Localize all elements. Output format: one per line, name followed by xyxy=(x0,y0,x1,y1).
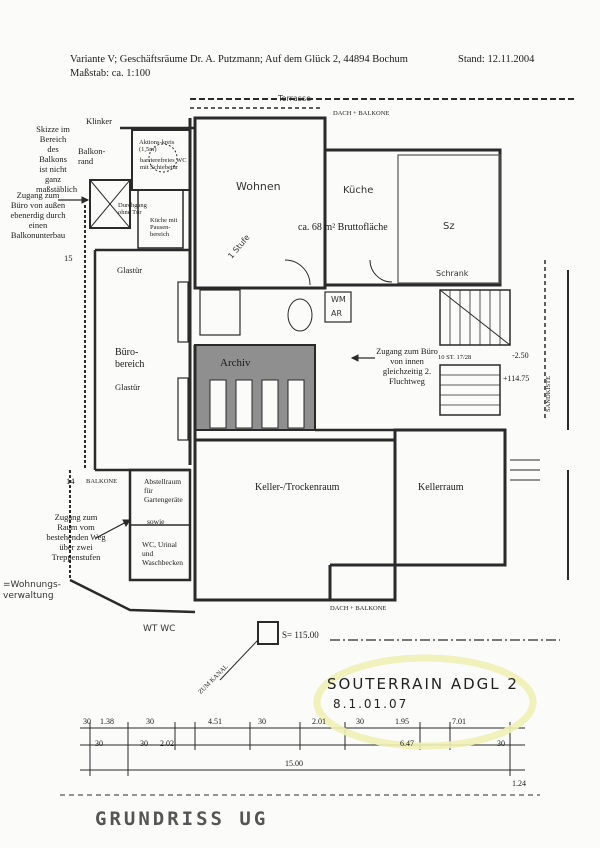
annot-level-right: -2.50 xyxy=(512,351,529,360)
annot-dach-balkone-top: DACH + BALKONE xyxy=(333,110,390,117)
hand-sz: Sz xyxy=(443,221,455,232)
annot-level-right2: +114.75 xyxy=(503,374,530,383)
annot-stair-code: 10 ST. 17/28 xyxy=(438,354,472,361)
note-access-outside: Zugang zum Büro von außen ebenerdig durc… xyxy=(10,190,66,240)
dim-total: 15.00 xyxy=(285,759,303,768)
label-abstellraum: Abstellraum für Gartengeräte xyxy=(144,477,183,504)
annot-sandkiste: SANDKISTE xyxy=(545,375,552,412)
dim-row1-0: 30 xyxy=(83,717,91,726)
hand-schrank: Schrank xyxy=(436,269,469,278)
label-num-14: 14 xyxy=(66,476,75,486)
plan-header-scale: Maßstab: ca. 1:100 xyxy=(70,68,151,79)
dim-row2-4: 30 xyxy=(497,739,505,748)
annot-balkone: BALKONE xyxy=(86,478,118,485)
label-num-15: 15 xyxy=(64,253,73,263)
stamp-souterrain: SOUTERRAIN ADGL 2 xyxy=(327,675,519,693)
note-access-room: Zugang zum Raum vom bestehenden Weg über… xyxy=(46,512,106,562)
label-buero: Büro-bereich xyxy=(115,347,145,370)
dim-row1-4: 30 xyxy=(258,717,266,726)
label-durchgang: Durchgang ohne Tür xyxy=(118,202,147,216)
hand-ar: AR xyxy=(331,309,343,318)
label-keller-trocken: Keller-/Trockenraum xyxy=(255,482,340,493)
label-sowie: sowie xyxy=(147,517,165,526)
hand-wm: WM xyxy=(331,295,346,304)
dim-row1-3: 4.51 xyxy=(208,717,222,726)
hand-wohnungsverwaltung: =Wohnungs-verwaltung xyxy=(3,580,61,601)
dim-row1-5: 2.01 xyxy=(312,717,326,726)
dim-row1-7: 1.95 xyxy=(395,717,409,726)
label-klinker: Klinker xyxy=(86,116,112,126)
dim-row2-1: 30 xyxy=(140,739,148,748)
note-access-inside: Zugang zum Büro von innen gleichzeitig 2… xyxy=(376,346,438,386)
hand-wohnen: Wohnen xyxy=(236,180,281,193)
annot-level-bottom: S= 115.00 xyxy=(282,630,319,640)
plan-header-date: Stand: 12.11.2004 xyxy=(458,54,535,65)
dim-row2-3: 6.47 xyxy=(400,739,414,748)
label-archiv: Archiv xyxy=(220,357,251,369)
hand-kueche: Küche xyxy=(343,185,374,196)
stamp-date: 8.1.01.07 xyxy=(333,697,409,711)
label-glastuer-2: Glastür xyxy=(115,382,141,392)
label-kueche-pausen: Küche mit Pausen-bereich xyxy=(150,217,178,238)
dim-row1-8: 7.01 xyxy=(452,717,466,726)
label-wc-urinal: WC, Urinal und Waschbecken xyxy=(142,540,184,567)
label-wc-barrierefrei: barrierefreies WC mit Schiebetür xyxy=(140,157,187,171)
dim-row1-1: 1.38 xyxy=(100,717,114,726)
dim-row2-0: 30 xyxy=(95,739,103,748)
label-kellerraum: Kellerraum xyxy=(418,482,464,493)
dim-right: 1.24 xyxy=(512,779,526,788)
label-balkonrand: Balkon-rand xyxy=(78,146,106,166)
plan-title: GRUNDRISS UG xyxy=(95,808,269,830)
label-flaeche: ca. 68 m² Bruttofläche xyxy=(298,222,388,233)
dim-row1-2: 30 xyxy=(146,717,154,726)
note-sketch: Skizze im Bereich des Balkons ist nicht … xyxy=(36,124,78,194)
hand-wt-wc: WT WC xyxy=(143,624,176,634)
annot-dach-balkone-bottom: DACH + BALKONE xyxy=(330,605,387,612)
label-aktionskreis: Aktions-kreis (1,5m) xyxy=(139,139,175,153)
dim-row2-2: 2.02 xyxy=(160,739,174,748)
label-glastuer-1: Glastür xyxy=(117,265,143,275)
plan-header-title: Variante V; Geschäftsräume Dr. A. Putzma… xyxy=(70,54,408,65)
dim-row1-6: 30 xyxy=(356,717,364,726)
hand-terrasse: Terrasse xyxy=(278,94,312,103)
